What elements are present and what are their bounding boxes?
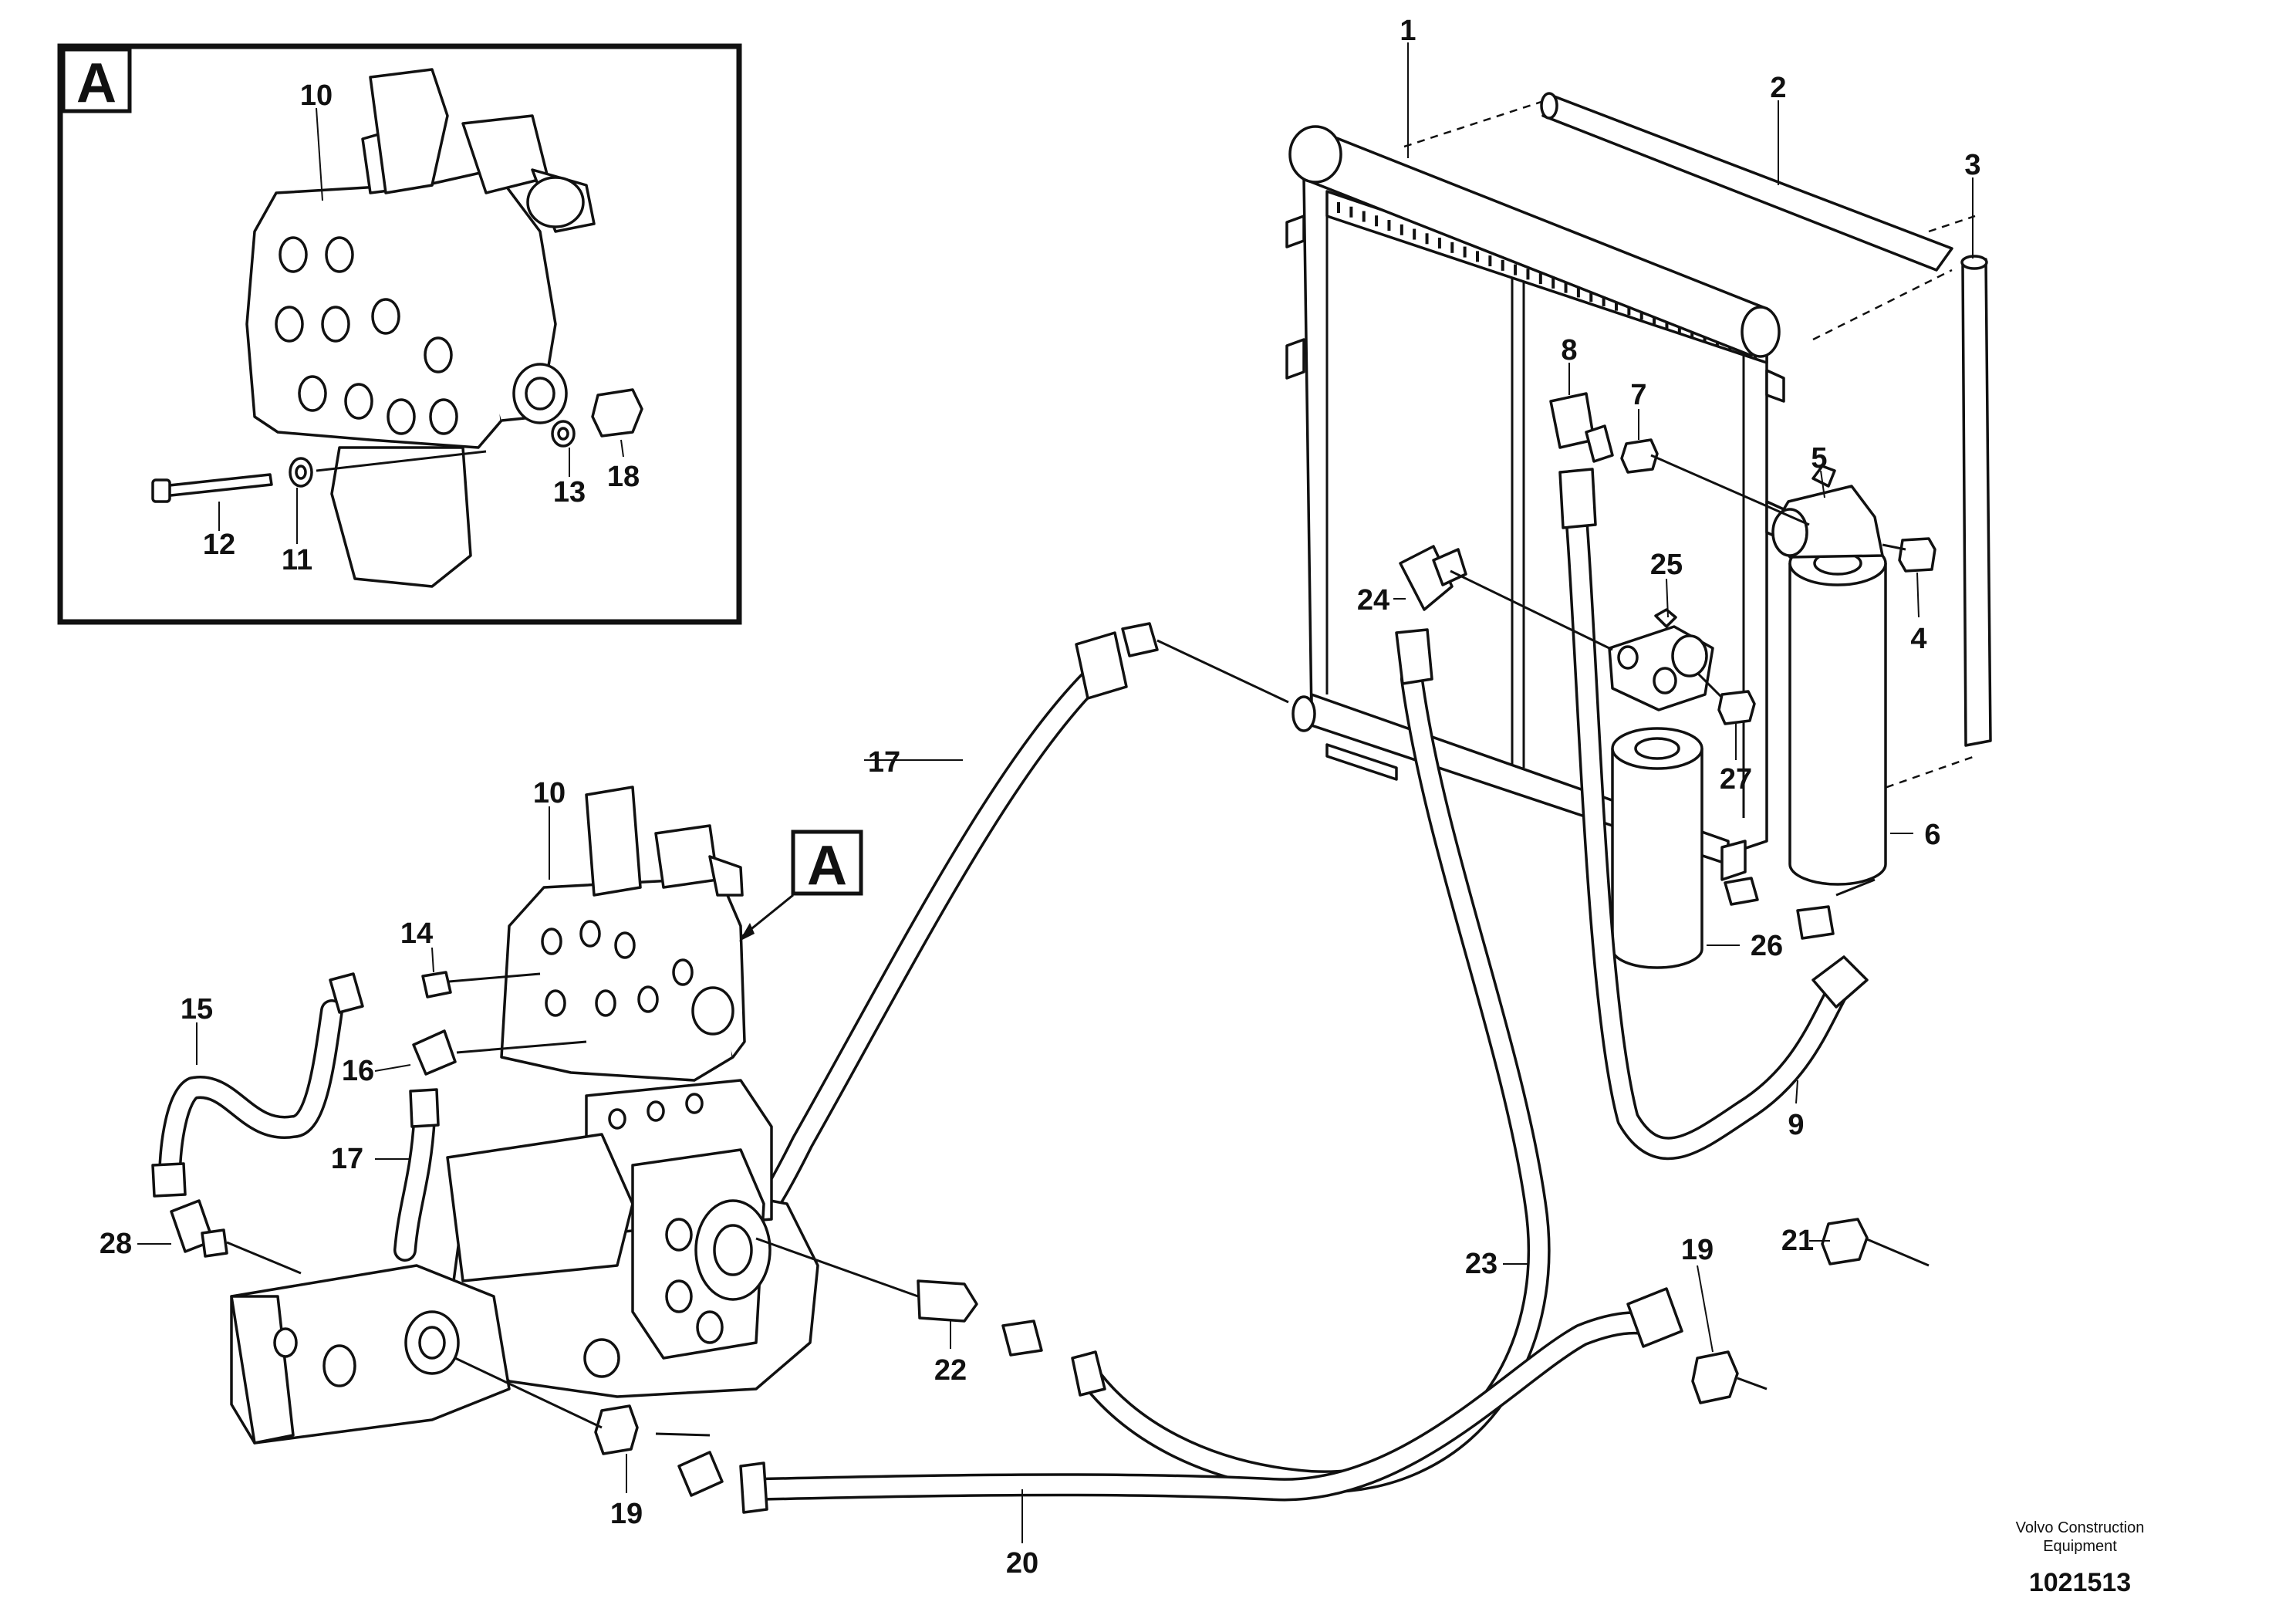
callout-10-main: 10	[533, 777, 566, 809]
callout-12: 12	[203, 529, 235, 561]
elbow-24	[1399, 545, 1467, 611]
callout-19-upper: 19	[1681, 1234, 1714, 1266]
seal-strip-2	[1540, 92, 1953, 272]
nipple-27	[1717, 690, 1756, 725]
main-valve-ports	[541, 920, 694, 1017]
callout-26: 26	[1751, 930, 1783, 962]
nipple-19-lower	[594, 1404, 639, 1455]
detail-reference-a: A	[739, 830, 863, 941]
leader-lines	[137, 42, 1974, 1543]
manufacturer-label: Volvo Construction Equipment	[1949, 1519, 2211, 1556]
filter-element-26	[1611, 727, 1703, 969]
callout-17-lower: 17	[331, 1143, 363, 1175]
brand-line-2: Equipment	[2043, 1538, 2117, 1555]
nipple-19-upper	[1691, 1350, 1739, 1404]
callout-25: 25	[1650, 549, 1683, 581]
callout-4: 4	[1910, 623, 1926, 655]
callout-17-upper: 17	[868, 746, 900, 779]
callout-10-detail: 10	[300, 79, 333, 112]
callout-8: 8	[1561, 334, 1577, 367]
washer-11	[289, 457, 313, 488]
nipple-7	[1620, 438, 1659, 474]
elbow-16	[412, 1029, 457, 1076]
callout-1: 1	[1400, 15, 1416, 47]
callout-11: 11	[282, 544, 312, 576]
callout-9: 9	[1788, 1109, 1804, 1141]
plug-18	[591, 388, 643, 438]
elbow-8	[1549, 392, 1614, 463]
callout-18: 18	[607, 461, 640, 493]
hose-fittings	[151, 468, 1869, 1514]
drawing-number: 1021513	[2028, 1568, 2132, 1597]
callout-19-lower: 19	[610, 1498, 643, 1530]
callout-3: 3	[1964, 149, 1980, 181]
callout-6: 6	[1924, 819, 1940, 851]
callout-5: 5	[1811, 442, 1827, 475]
callout-23: 23	[1465, 1248, 1497, 1280]
callout-14: 14	[400, 917, 433, 950]
callout-28: 28	[100, 1228, 132, 1260]
seal-strip-3	[1960, 255, 1992, 747]
filter-element-6	[1788, 540, 1887, 886]
valve-ports	[275, 236, 568, 435]
callout-15: 15	[181, 993, 213, 1026]
callout-21: 21	[1781, 1225, 1814, 1257]
brand-line-1: Volvo Construction	[2015, 1519, 2145, 1536]
callout-2: 2	[1770, 72, 1786, 104]
nipple-4	[1898, 537, 1936, 573]
detail-label: A	[76, 52, 116, 114]
elbow-28	[170, 1199, 228, 1258]
callout-20: 20	[1006, 1547, 1038, 1580]
callout-24: 24	[1357, 584, 1389, 617]
control-valve-detail	[245, 68, 596, 588]
filter-head-5	[1771, 465, 1884, 559]
detail-ref-label: A	[807, 835, 847, 897]
filter-head-25	[1608, 608, 1714, 711]
callout-27: 27	[1720, 763, 1752, 796]
washer-13	[551, 420, 576, 448]
nipple-14	[421, 971, 452, 999]
detail-view-a: A	[57, 43, 742, 625]
control-valve-main	[500, 786, 746, 1082]
nipple-21	[1821, 1218, 1869, 1265]
bolt-12	[151, 473, 273, 503]
nipple-22	[917, 1279, 978, 1323]
hydraulic-pump-assembly	[230, 1079, 819, 1445]
callout-13: 13	[553, 476, 586, 509]
callout-labels: 1 2 3 4 5 6 7 8 9 10 10 11 12 13 14 15 1…	[100, 15, 1981, 1580]
callout-16: 16	[342, 1055, 374, 1087]
callout-7: 7	[1630, 379, 1646, 411]
exploded-guides	[1403, 97, 1976, 812]
callout-22: 22	[934, 1354, 967, 1387]
